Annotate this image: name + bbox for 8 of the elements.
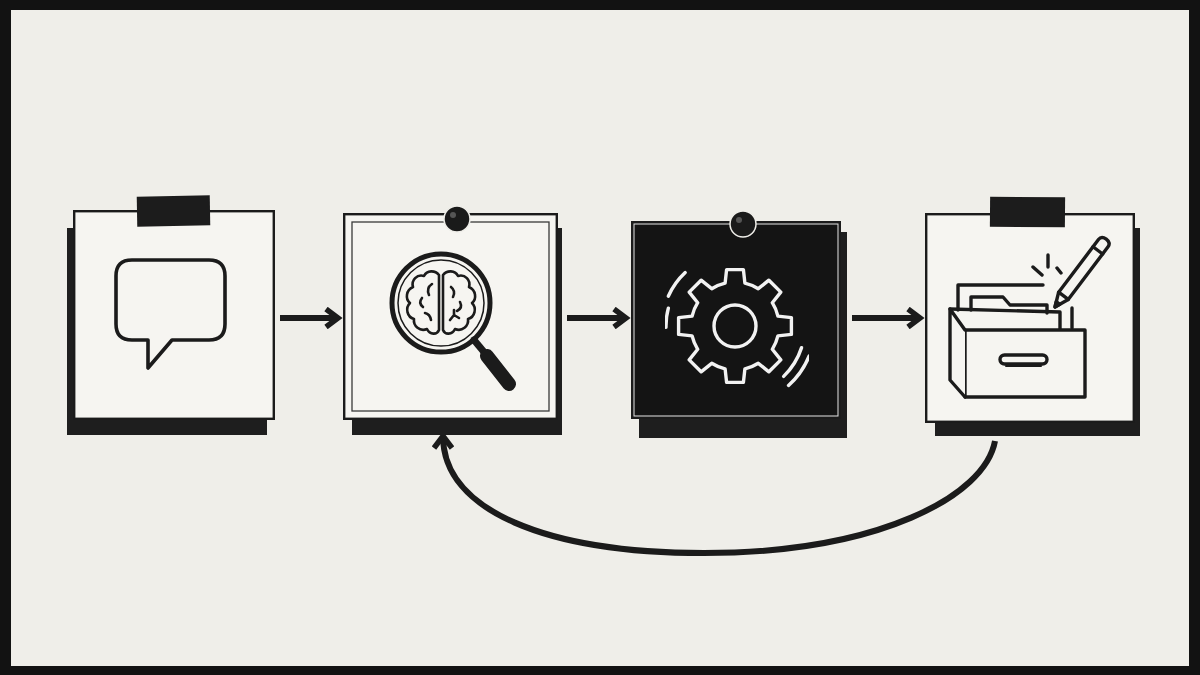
arrow [280,306,341,330]
note-card [343,213,562,435]
arrow [852,306,923,330]
note-card [67,210,275,435]
dark-note-card [631,221,847,438]
arrow [567,306,629,330]
note-card [925,213,1140,436]
curved-arrow [432,433,998,556]
